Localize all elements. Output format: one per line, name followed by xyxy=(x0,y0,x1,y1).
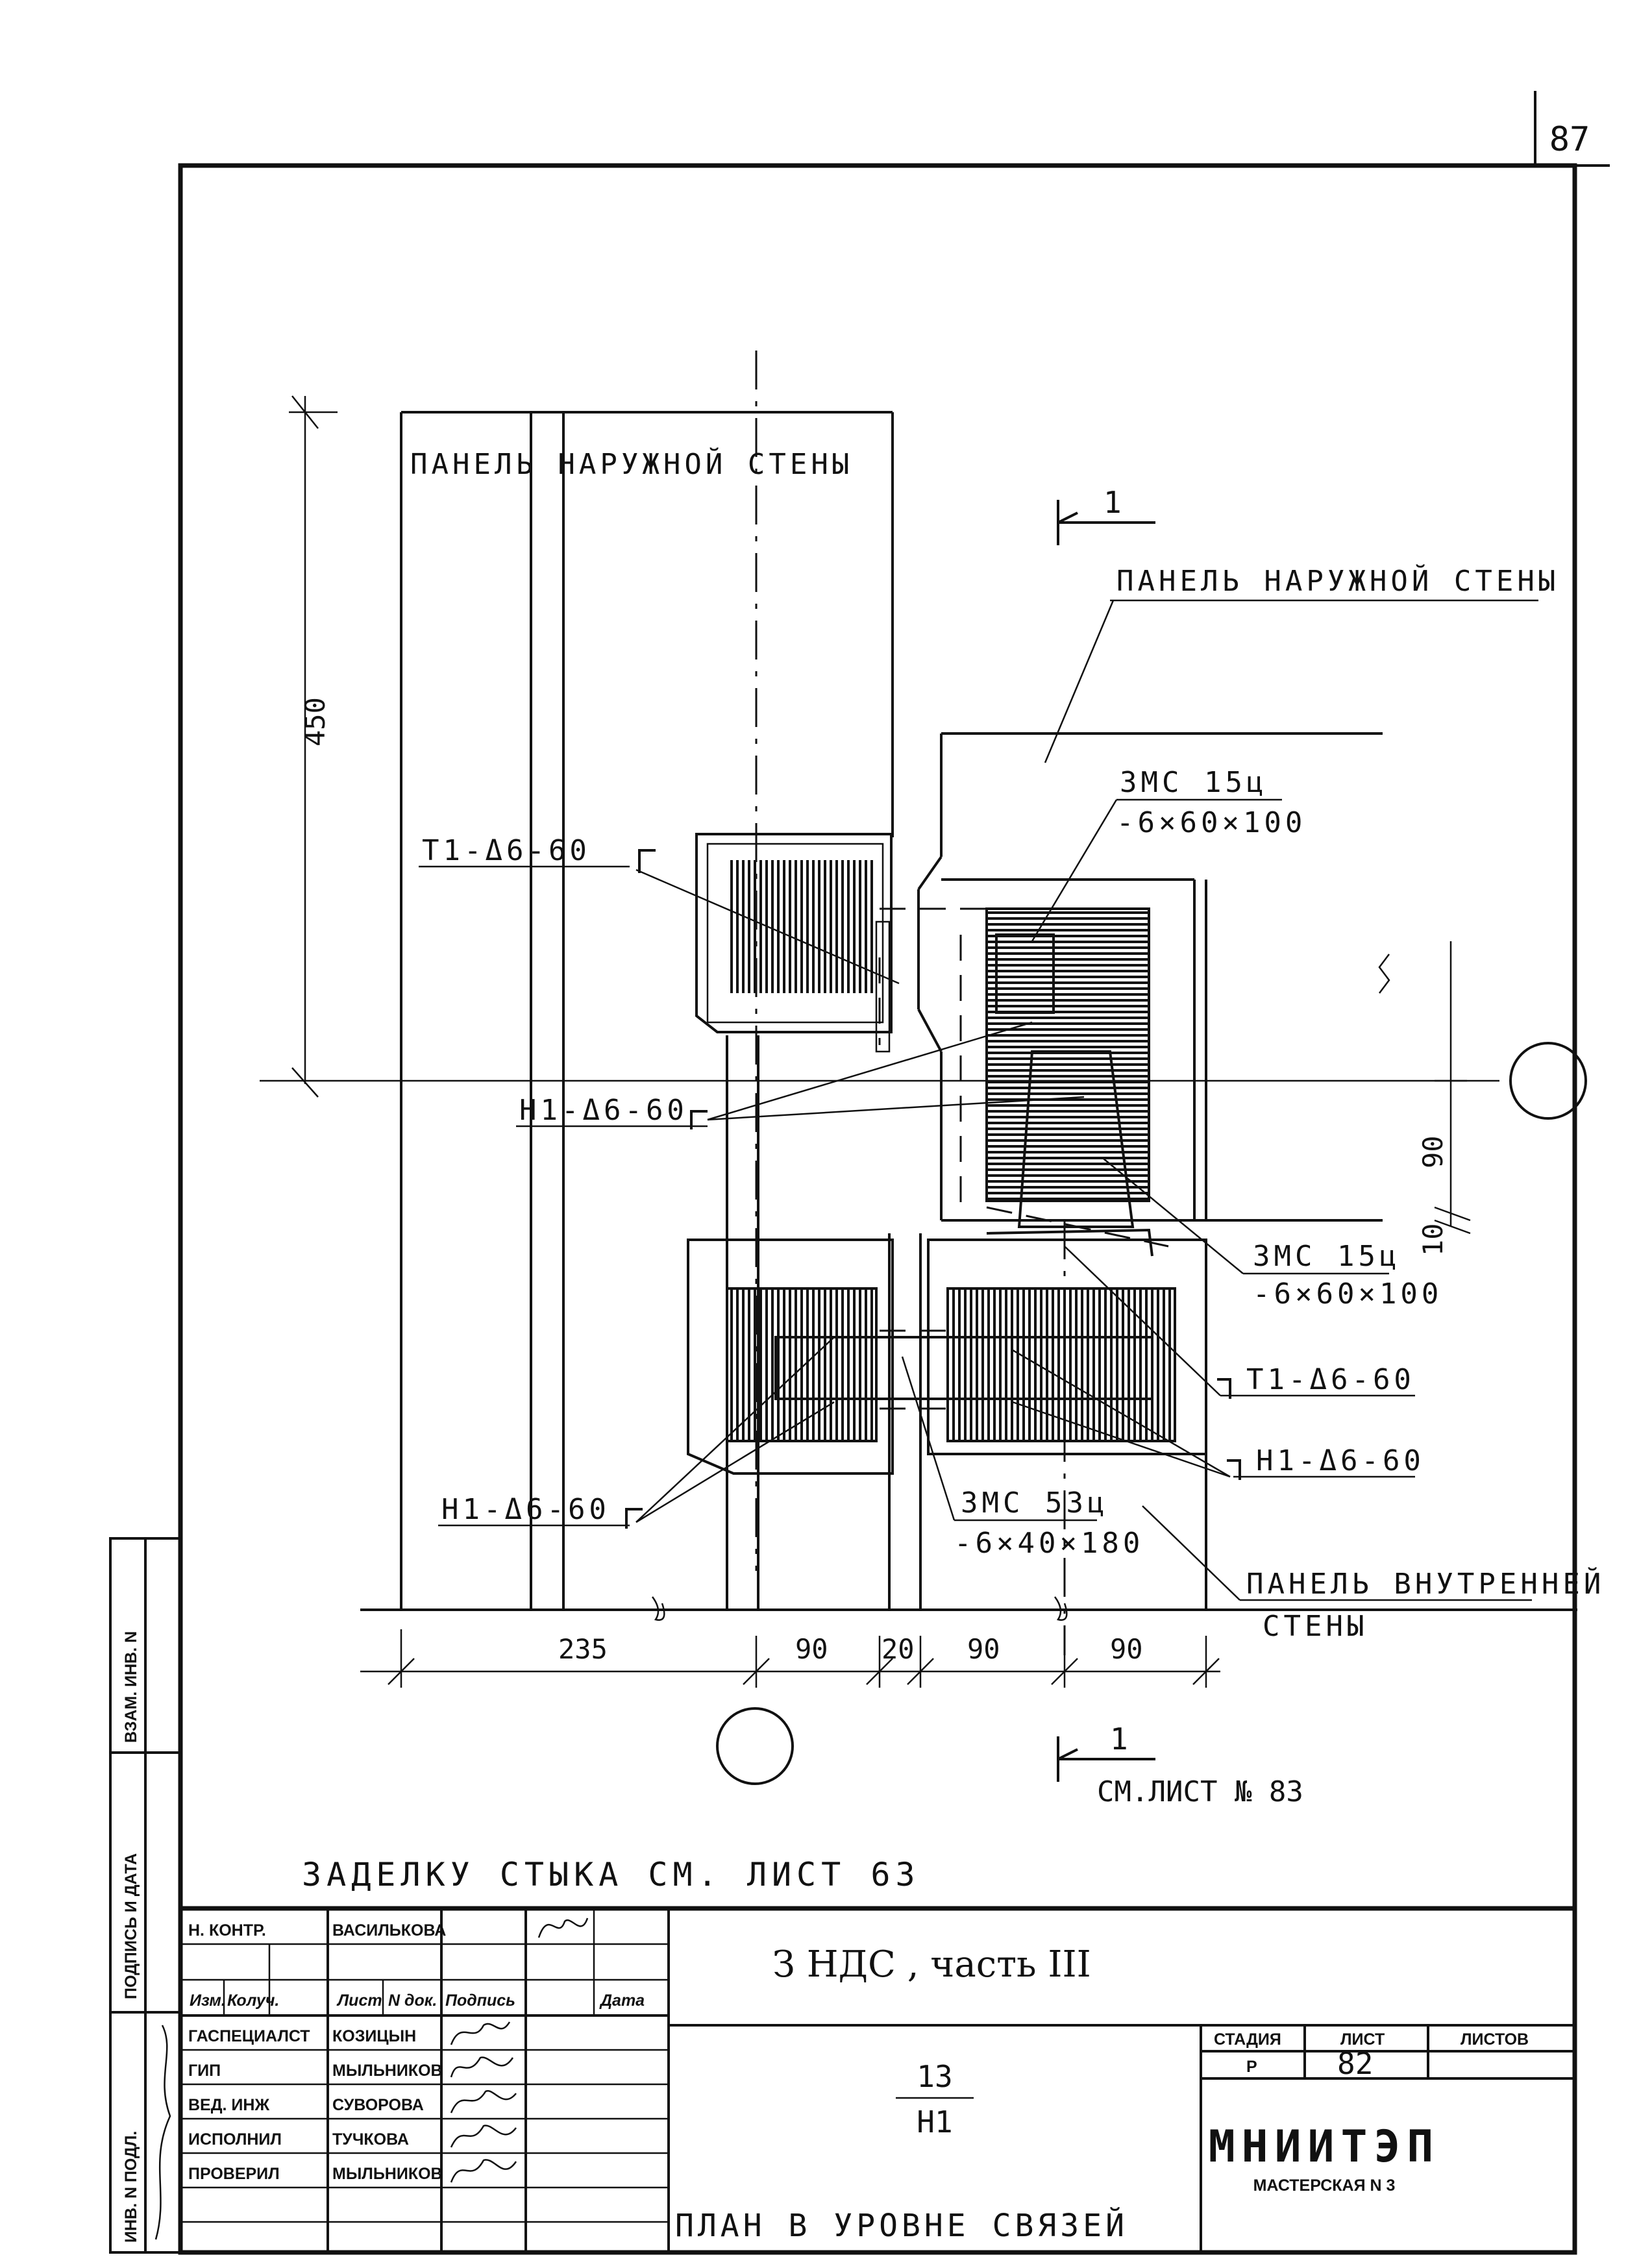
project-name: З НДС , часть III xyxy=(772,1943,1091,1986)
page-number: 87 xyxy=(1549,120,1590,159)
page-number-block: 87 xyxy=(1534,91,1610,167)
role-0: ГАСПЕЦИАЛСТ xyxy=(188,2027,310,2045)
dim-10: 10 xyxy=(1417,1223,1449,1256)
side-stamp: ВЗАМ. ИНВ. N ПОДПИСЬ И ДАТА ИНВ. N ПОДЛ. xyxy=(109,1537,182,2254)
stamp-vzam-inv: ВЗАМ. ИНВ. N xyxy=(122,1631,140,1743)
org-sub: МАСТЕРСКАЯ N 3 xyxy=(1253,2176,1396,2195)
role-1: ГИП xyxy=(188,2062,221,2080)
header-list: Лист xyxy=(336,1991,382,2010)
header-podpis: Подпись xyxy=(445,1991,515,2010)
n-kontr-name: ВАСИЛЬКОВА xyxy=(332,1921,446,1940)
code-bottom: Н1 xyxy=(917,2104,952,2139)
dim-450: 450 xyxy=(299,697,331,746)
label-zmc15-top-2: -6×60×100 xyxy=(1116,806,1306,839)
section-mark-top: 1 xyxy=(1103,485,1122,520)
header-koluch: Колуч. xyxy=(227,1991,279,2010)
stage-label: СТАДИЯ xyxy=(1214,2030,1281,2049)
sheet-value: 82 xyxy=(1337,2046,1373,2081)
axis-marker-bottom xyxy=(716,1707,794,1785)
label-inner-panel-2: СТЕНЫ xyxy=(1263,1610,1368,1643)
sheet-title: ПЛАН В УРОВНЕ СВЯЗЕЙ xyxy=(675,2207,1128,2244)
signature-3 xyxy=(450,2125,517,2148)
header-izm: Изм. xyxy=(190,1991,226,2010)
dim-90-a: 90 xyxy=(795,1633,828,1665)
label-h1-mid: Н1-Δ6-60 xyxy=(519,1094,688,1127)
header-n-dok: N док. xyxy=(388,1991,437,2010)
signature-4 xyxy=(450,2159,517,2183)
name-0: КОЗИЦЫН xyxy=(332,2027,416,2045)
section-note: СМ.ЛИСТ № 83 xyxy=(1097,1775,1303,1808)
label-outer-panel-right: ПАНЕЛЬ НАРУЖНОЙ СТЕНЫ xyxy=(1116,563,1559,598)
role-2: ВЕД. ИНЖ xyxy=(188,2096,269,2114)
label-zmc15-bottom-2: -6×60×100 xyxy=(1253,1277,1442,1311)
sheet-label: ЛИСТ xyxy=(1340,2030,1385,2049)
sheets-label: ЛИСТОВ xyxy=(1461,2030,1529,2049)
dim-90-vertical: 90 xyxy=(1417,1135,1449,1168)
n-kontr-role: Н. КОНТР. xyxy=(188,1921,266,1940)
name-2: СУВОРОВА xyxy=(332,2096,424,2114)
name-1: МЫЛЬНИКОВ xyxy=(332,2062,443,2080)
name-4: МЫЛЬНИКОВ xyxy=(332,2165,443,2183)
title-block: Н. КОНТР. ВАСИЛЬКОВА Изм. Колуч. Лист N … xyxy=(178,1906,1577,2255)
dim-20: 20 xyxy=(881,1633,915,1665)
stamp-podpis-data: ПОДПИСЬ И ДАТА xyxy=(122,1853,140,1999)
label-t1-right: Т1-Δ6-60 xyxy=(1246,1363,1415,1396)
org-name: МНИИТЭП xyxy=(1209,2121,1440,2173)
plate-hatch-upper-left xyxy=(727,860,876,993)
signature-n-kontr xyxy=(537,1917,589,1938)
signature-2 xyxy=(450,2089,517,2114)
role-4: ПРОВЕРИЛ xyxy=(188,2165,280,2183)
plate-hatch-lower-right xyxy=(948,1288,1175,1441)
section-mark-bottom: 1 xyxy=(1110,1721,1128,1756)
label-outer-panel-left: ПАНЕЛЬ НАРУЖНОЙ СТЕНЫ xyxy=(410,447,853,481)
dim-90-b: 90 xyxy=(967,1633,1000,1665)
role-3: ИСПОЛНИЛ xyxy=(188,2130,282,2149)
dim-90-c: 90 xyxy=(1110,1633,1143,1665)
name-3: ТУЧКОВА xyxy=(332,2130,409,2149)
code-top: 13 xyxy=(917,2059,952,2094)
label-zmc53-2: -6×40×180 xyxy=(954,1527,1144,1560)
stage-value: Р xyxy=(1246,2058,1257,2076)
signature-1 xyxy=(450,2056,514,2078)
label-zmc53-1: ЗМС 53ц xyxy=(961,1486,1108,1520)
dim-235: 235 xyxy=(558,1633,608,1665)
joint-note: ЗАДЕЛКУ СТЫКА СМ. ЛИСТ 63 xyxy=(302,1856,920,1893)
label-zmc15-bottom-1: ЗМС 15ц xyxy=(1253,1240,1400,1273)
stamp-inv-podl: ИНВ. N ПОДЛ. xyxy=(122,2131,140,2243)
plate-hatch-lower-left xyxy=(727,1288,876,1441)
signature-0 xyxy=(450,2021,511,2045)
label-inner-panel-1: ПАНЕЛЬ ВНУТРЕННЕЙ xyxy=(1246,1566,1605,1601)
label-t1-top: Т1-Δ6-60 xyxy=(422,834,591,867)
axis-marker-right xyxy=(1509,1042,1587,1120)
label-h1-bottom-left: Н1-Δ6-60 xyxy=(441,1493,610,1526)
label-zmc15-top-1: ЗМС 15ц xyxy=(1120,766,1267,799)
header-data: Дата xyxy=(599,1991,645,2010)
label-h1-right: Н1-Δ6-60 xyxy=(1256,1444,1425,1477)
plan-drawing: 450 90 10 235 90 20 90 90 1 xyxy=(260,351,1605,1893)
